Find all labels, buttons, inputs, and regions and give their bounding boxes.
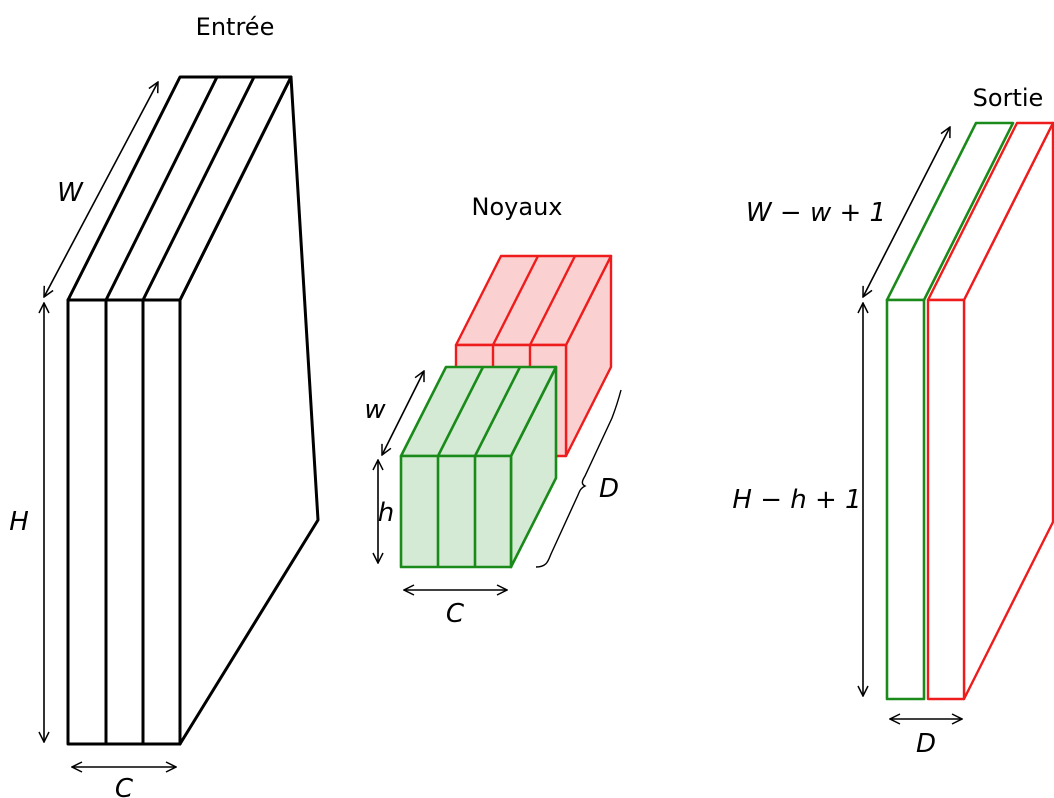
input-height-label: H (9, 507, 29, 537)
output-slice-red (926, 121, 1054, 701)
output-width-arrow (863, 127, 950, 297)
input-channels-label: C (115, 774, 134, 798)
kernel-front-green (399, 365, 558, 569)
kernel-channels-label: C (446, 599, 465, 629)
kernel-width-label: w (364, 395, 386, 425)
output-title: Sortie (973, 84, 1044, 112)
input-volume (44, 75, 320, 767)
output-volume (885, 121, 1054, 701)
kernel-height-label: h (378, 498, 394, 528)
input-width-label: W (57, 178, 84, 208)
output-depth-label: D (916, 729, 936, 759)
output-width-label: W − w + 1 (746, 198, 886, 228)
kernel-width-arrow (382, 371, 424, 455)
input-title: Entrée (196, 13, 275, 41)
output-height-label: H − h + 1 (732, 485, 861, 515)
kernels-title: Noyaux (472, 193, 563, 221)
kernel-count-brace (535, 389, 622, 568)
input-volume-faces (66, 75, 320, 746)
input-width-arrow (44, 82, 158, 297)
kernel-count-label: D (599, 474, 619, 504)
